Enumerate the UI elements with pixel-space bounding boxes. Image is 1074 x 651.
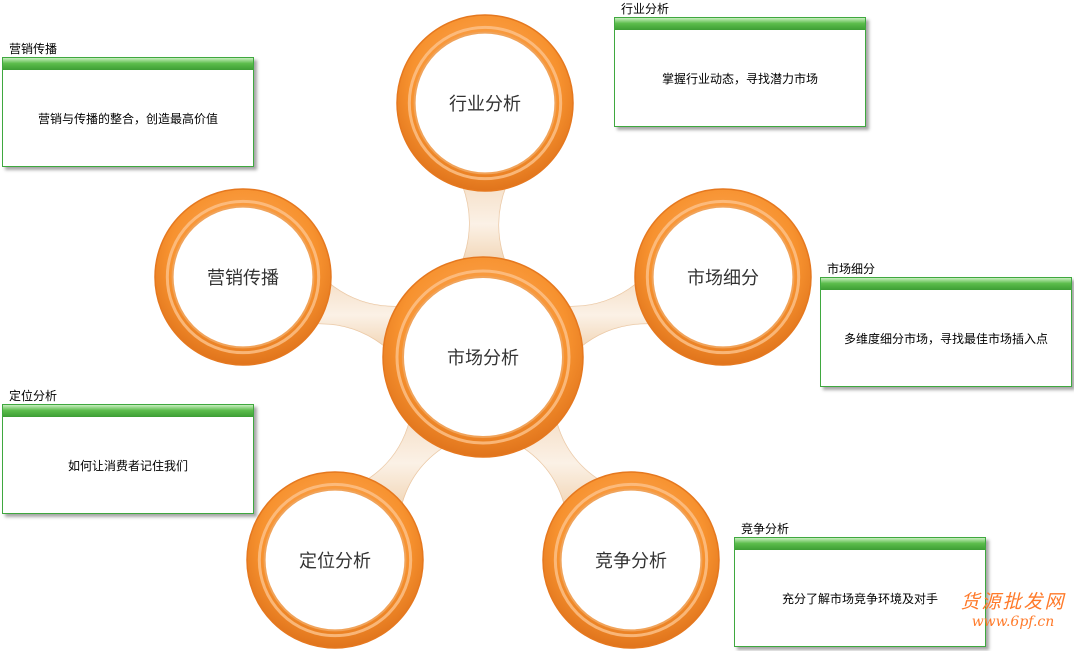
note-box-position: 如何让消费者记住我们 [2,404,254,514]
note-position: 定位分析 如何让消费者记住我们 [2,389,254,514]
note-header-bar [615,18,865,30]
note-title-segment: 市场细分 [827,262,876,276]
note-box-segment: 多维度细分市场，寻找最佳市场插入点 [820,277,1072,387]
note-title-competition: 竞争分析 [741,522,790,536]
node-marketing-ring-highlight [165,199,321,355]
node-position: 定位分析 [246,471,424,649]
node-marketing: 营销传播 [154,188,332,366]
connector-highlight-segment [565,282,653,349]
connectors [313,184,653,508]
note-segment: 市场细分 多维度细分市场，寻找最佳市场插入点 [820,262,1072,387]
watermark-line1: 货源批发网 [960,591,1066,613]
node-position-ring-highlight [257,482,413,638]
note-text-industry: 掌握行业动态，寻找潜力市场 [661,71,818,86]
note-competition: 竞争分析 充分了解市场竞争环境及对手 [734,522,986,647]
note-header-bar [3,405,253,417]
connector-highlight-marketing [313,282,401,349]
node-marketing-label: 营销传播 [207,268,279,289]
note-box-industry: 掌握行业动态，寻找潜力市场 [614,17,866,127]
note-industry: 行业分析 掌握行业动态，寻找潜力市场 [614,2,866,127]
note-header-bar [821,278,1071,290]
node-center-ring-highlight [395,269,571,445]
node-competition-label: 竞争分析 [595,551,667,572]
node-segment-label: 市场细分 [687,268,759,289]
node-industry: 行业分析 [396,14,574,192]
note-title-industry: 行业分析 [621,2,670,16]
note-header-bar [3,58,253,70]
note-marketing: 营销传播 营销与传播的整合，创造最高价值 [2,42,254,167]
watermark: 货源批发网 www.6pf.cn [958,591,1068,630]
note-box-marketing: 营销与传播的整合，创造最高价值 [2,57,254,167]
node-position-label: 定位分析 [299,551,371,572]
note-header-bar [735,538,985,550]
note-text-segment: 多维度细分市场，寻找最佳市场插入点 [843,331,1048,346]
connector-highlight-position [365,419,446,507]
node-competition: 竞争分析 [542,471,720,649]
node-competition-inner [559,488,703,632]
node-segment: 市场细分 [634,188,812,366]
note-text-position: 如何让消费者记住我们 [67,458,188,473]
node-competition-ring-highlight [553,482,709,638]
node-industry-inner [413,31,557,175]
note-title-marketing: 营销传播 [9,42,58,56]
node-center: 市场分析 [382,256,584,458]
note-box-competition: 充分了解市场竞争环境及对手 [734,537,986,647]
connector-highlight-industry [461,184,507,264]
connector-highlight-competition [520,419,601,507]
node-marketing-inner [171,205,315,349]
node-industry-ring-highlight [407,25,563,181]
node-segment-ring-highlight [645,199,801,355]
watermark-line2: www.6pf.cn [971,613,1055,630]
node-center-inner [402,276,564,438]
note-text-competition: 充分了解市场竞争环境及对手 [781,591,938,606]
node-center-label: 市场分析 [447,348,519,369]
node-industry-label: 行业分析 [449,94,521,115]
note-text-marketing: 营销与传播的整合，创造最高价值 [37,111,218,126]
node-position-inner [263,488,407,632]
note-title-position: 定位分析 [9,389,58,403]
node-segment-inner [651,205,795,349]
